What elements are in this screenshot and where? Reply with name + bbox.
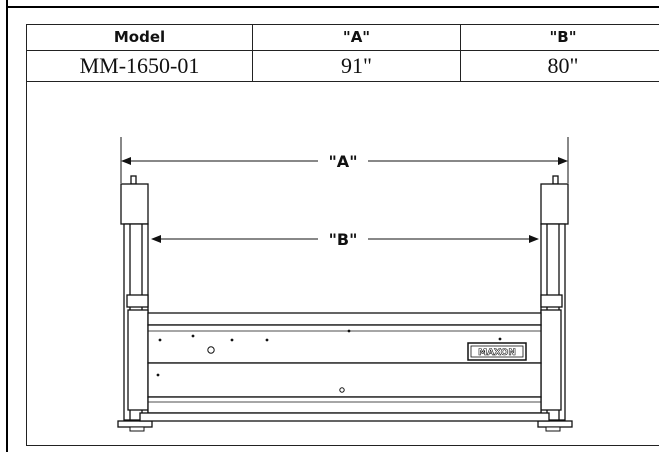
left-column-top-housing	[120, 183, 149, 225]
dimension-b-label: "B"	[329, 230, 358, 249]
page-frame-left	[6, 0, 8, 452]
left-column-cap	[130, 175, 137, 185]
header-a: "A"	[252, 24, 461, 51]
platform-hole-center	[339, 387, 345, 393]
right-column	[537, 175, 573, 428]
platform-lower-panel	[147, 362, 542, 398]
right-column-cap	[552, 175, 559, 185]
cell-b: 80"	[460, 50, 659, 82]
cell-a: 91"	[252, 50, 461, 82]
platform-top-rail	[147, 312, 542, 326]
platform-fasteners	[156, 329, 502, 377]
right-column-base	[537, 420, 573, 428]
dimension-a-label: "A"	[328, 152, 357, 171]
platform	[139, 312, 550, 422]
left-column-base	[117, 420, 153, 428]
platform-floor	[139, 412, 550, 422]
platform-bottom-rail	[147, 396, 542, 414]
cell-model: MM-1650-01	[26, 50, 253, 82]
platform-hole-left	[207, 346, 215, 354]
page-frame-top	[6, 6, 659, 8]
logo-text: MAXON	[478, 348, 516, 358]
spec-table: Model "A" "B" MM-1650-01 91" 80"	[26, 24, 659, 82]
right-column-top-housing	[540, 183, 569, 225]
left-column	[117, 175, 153, 428]
table-row: MM-1650-01 91" 80"	[26, 50, 659, 82]
maxon-logo: MAXON	[467, 342, 527, 361]
spec-table-header-row: Model "A" "B"	[26, 24, 659, 51]
